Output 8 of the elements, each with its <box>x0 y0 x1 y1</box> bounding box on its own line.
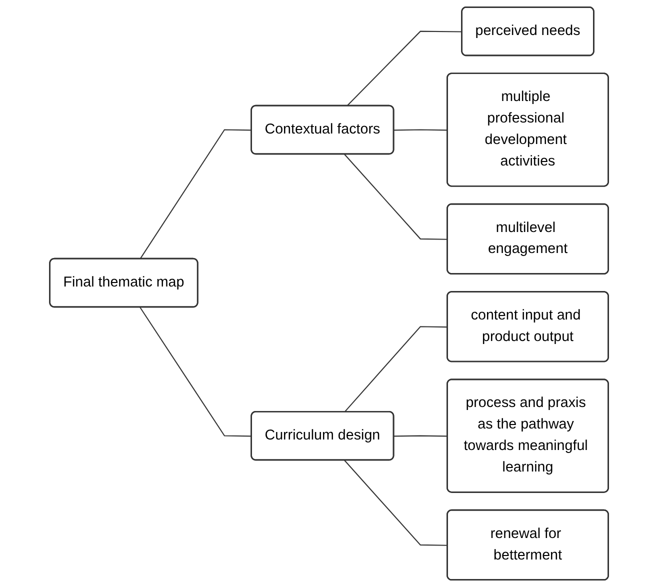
connector <box>344 326 448 412</box>
connector <box>394 129 448 131</box>
connector <box>344 154 448 240</box>
connector <box>140 307 252 437</box>
connector <box>344 460 448 546</box>
connector <box>394 435 448 437</box>
connector <box>140 129 252 260</box>
connector <box>346 30 463 106</box>
